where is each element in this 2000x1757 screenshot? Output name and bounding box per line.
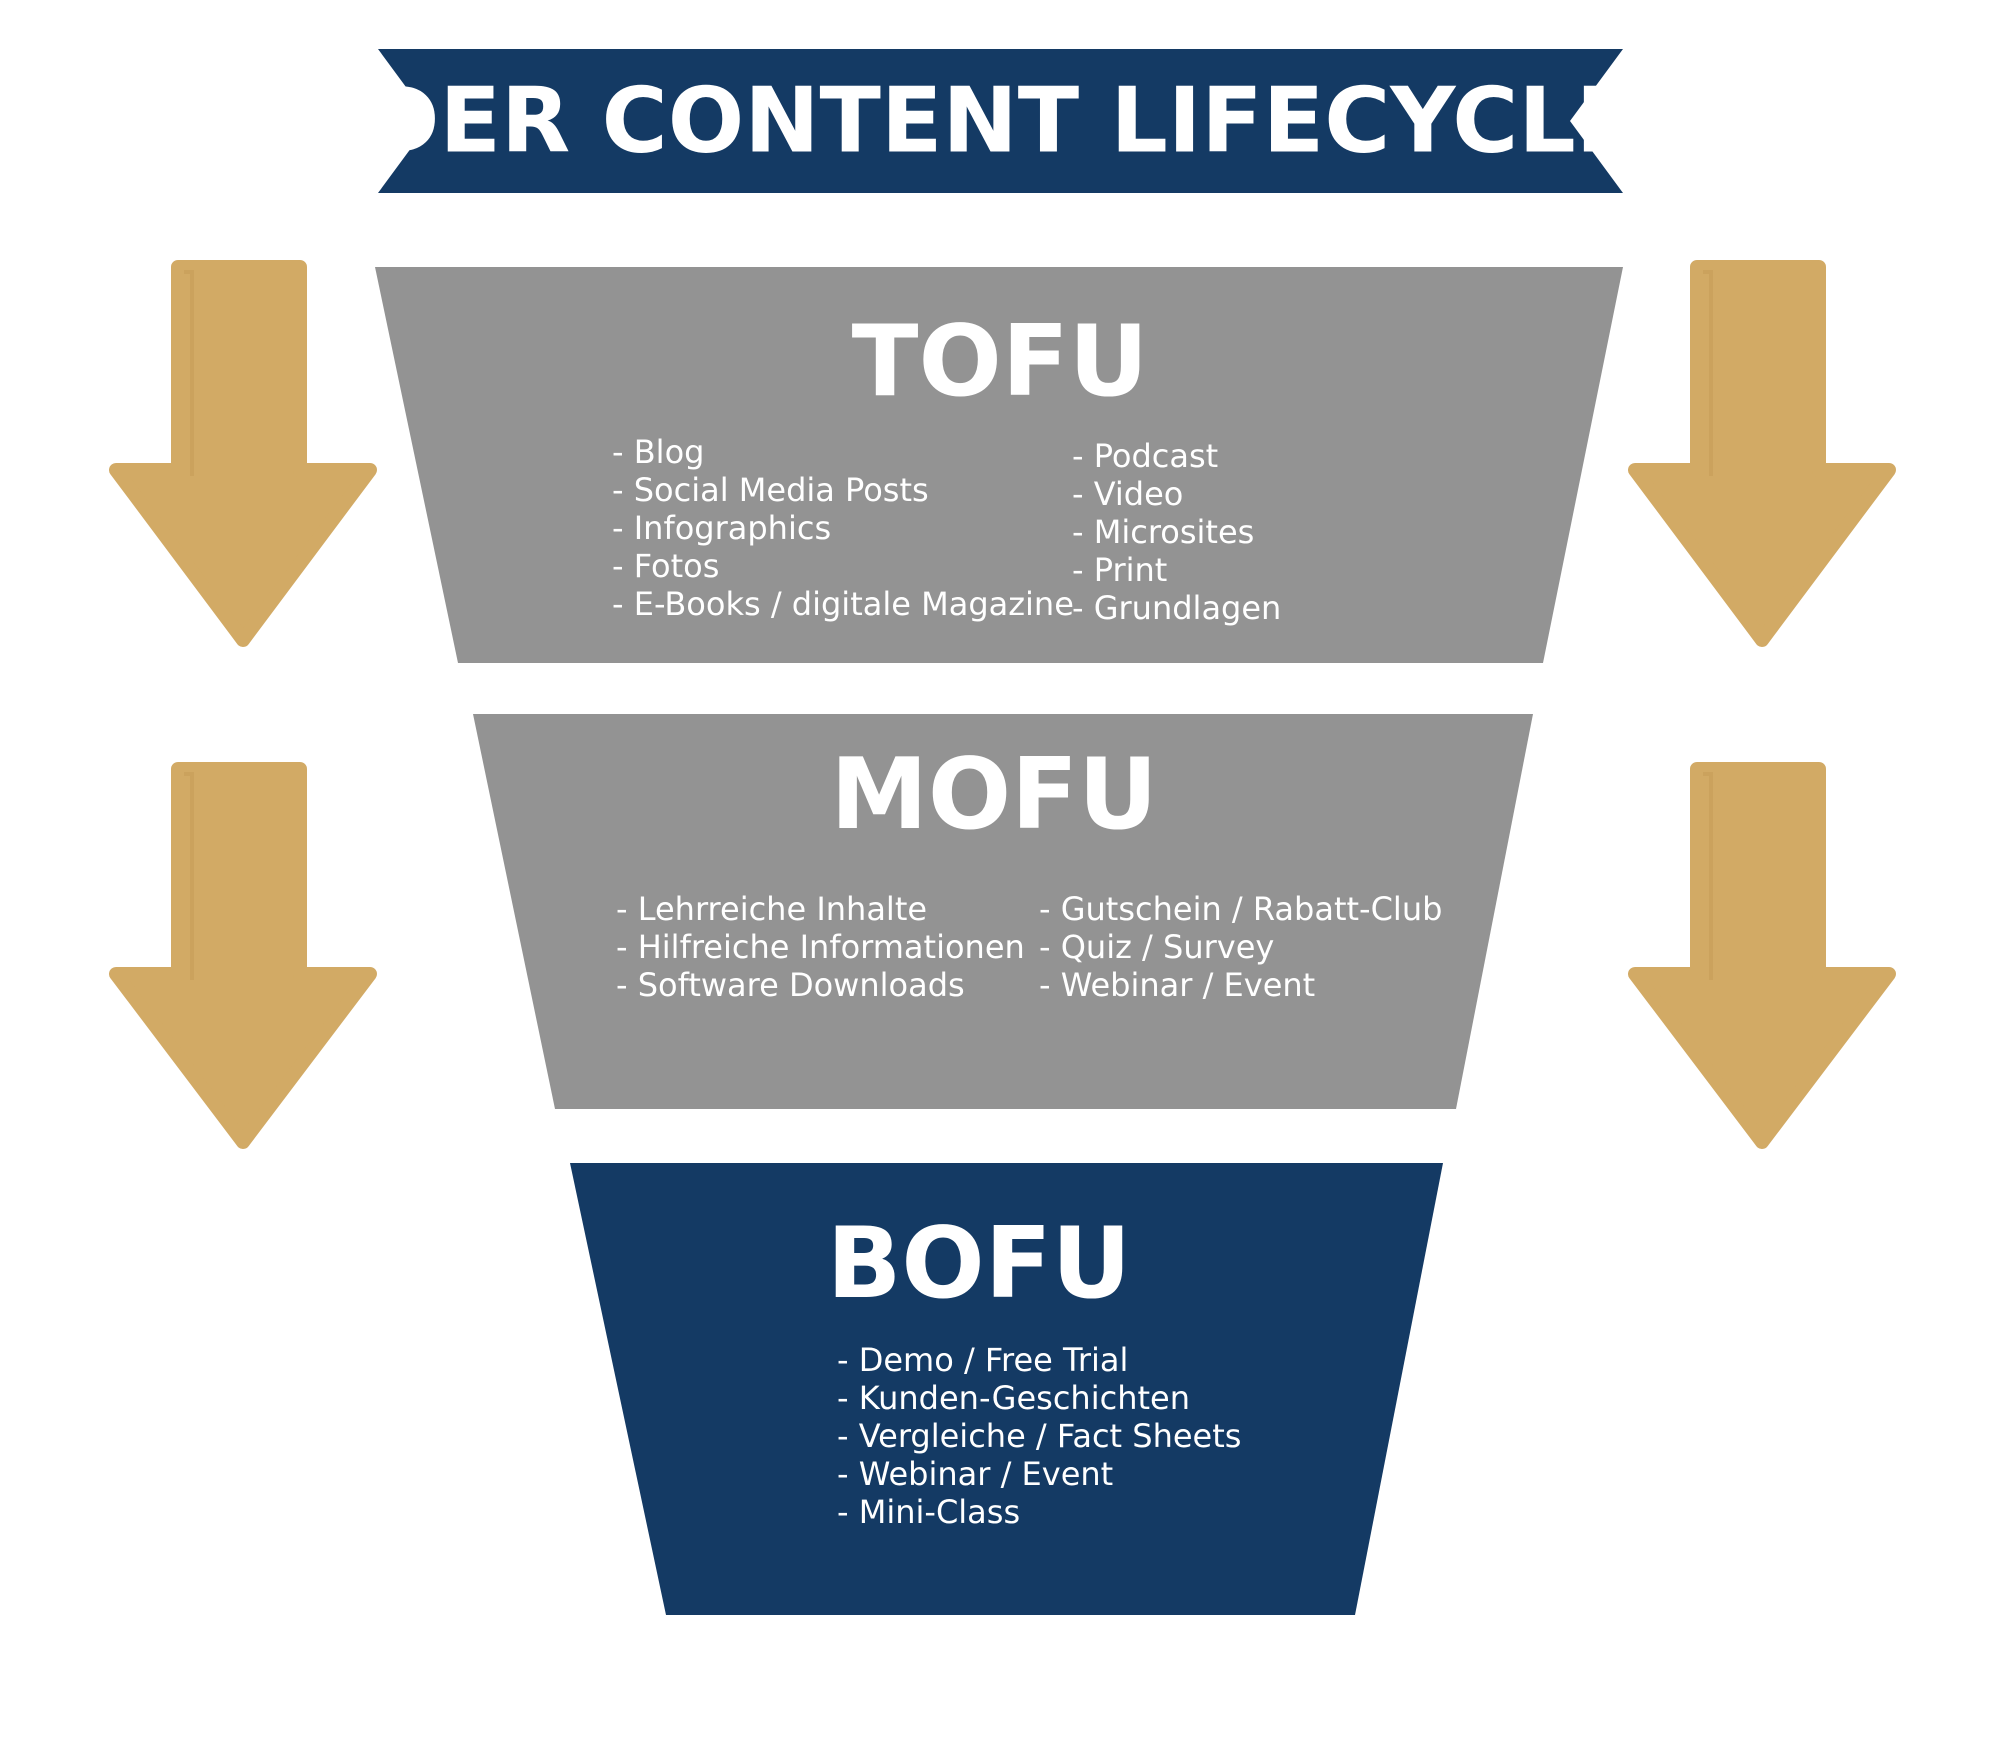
stage-tofu: TOFU - Blog - Social Media Posts - Infog…: [375, 267, 1623, 663]
stage-mofu-shape: [473, 714, 1533, 1109]
stage-bofu-title: BOFU: [827, 1207, 1132, 1321]
list-item: - Podcast: [1072, 437, 1218, 475]
list-item: - Webinar / Event: [837, 1455, 1113, 1493]
stage-tofu-column-1: - Blog - Social Media Posts - Infographi…: [612, 433, 1074, 623]
page-title: DER CONTENT LIFECYCLE: [365, 69, 1637, 174]
list-item: - Quiz / Survey: [1039, 928, 1274, 966]
title-banner: DER CONTENT LIFECYCLE: [365, 49, 1637, 193]
list-item: - Lehrreiche Inhalte: [616, 890, 927, 928]
arrow-right-bottom-icon: [1628, 762, 1896, 1149]
stage-tofu-title: TOFU: [852, 305, 1149, 419]
arrows: [109, 260, 1896, 1149]
list-item: - Infographics: [612, 509, 831, 547]
list-item: - Demo / Free Trial: [837, 1341, 1128, 1379]
list-item: - E-Books / digitale Magazine: [612, 585, 1074, 623]
list-item: - Vergleiche / Fact Sheets: [837, 1417, 1241, 1455]
title-banner-shape: [378, 49, 1623, 193]
arrow-left-top-icon: [109, 260, 377, 647]
stage-tofu-column-2: - Podcast - Video - Microsites - Print -…: [1072, 437, 1281, 627]
list-item: - Blog: [612, 433, 704, 471]
arrow-right-top-icon: [1628, 260, 1896, 647]
list-item: - Webinar / Event: [1039, 966, 1315, 1004]
arrow-left-bottom-icon: [109, 762, 377, 1149]
list-item: - Hilfreiche Informationen: [616, 928, 1025, 966]
list-item: - Social Media Posts: [612, 471, 929, 509]
list-item: - Print: [1072, 551, 1167, 589]
stage-mofu-column-1: - Lehrreiche Inhalte - Hilfreiche Inform…: [616, 890, 1025, 1004]
stage-mofu: MOFU - Lehrreiche Inhalte - Hilfreiche I…: [473, 714, 1533, 1109]
stage-tofu-shape: [375, 267, 1623, 663]
list-item: - Microsites: [1072, 513, 1254, 551]
stage-bofu-shape: [570, 1163, 1443, 1615]
list-item: - Software Downloads: [616, 966, 965, 1004]
list-item: - Gutschein / Rabatt-Club: [1039, 890, 1442, 928]
stage-mofu-title: MOFU: [830, 738, 1157, 852]
stage-bofu: BOFU - Demo / Free Trial - Kunden-Geschi…: [570, 1163, 1443, 1615]
list-item: - Kunden-Geschichten: [837, 1379, 1190, 1417]
list-item: - Mini-Class: [837, 1493, 1020, 1531]
stage-bofu-column-1: - Demo / Free Trial - Kunden-Geschichten…: [837, 1341, 1241, 1531]
list-item: - Grundlagen: [1072, 589, 1281, 627]
list-item: - Video: [1072, 475, 1183, 513]
stage-mofu-column-2: - Gutschein / Rabatt-Club - Quiz / Surve…: [1039, 890, 1442, 1004]
list-item: - Fotos: [612, 547, 719, 585]
